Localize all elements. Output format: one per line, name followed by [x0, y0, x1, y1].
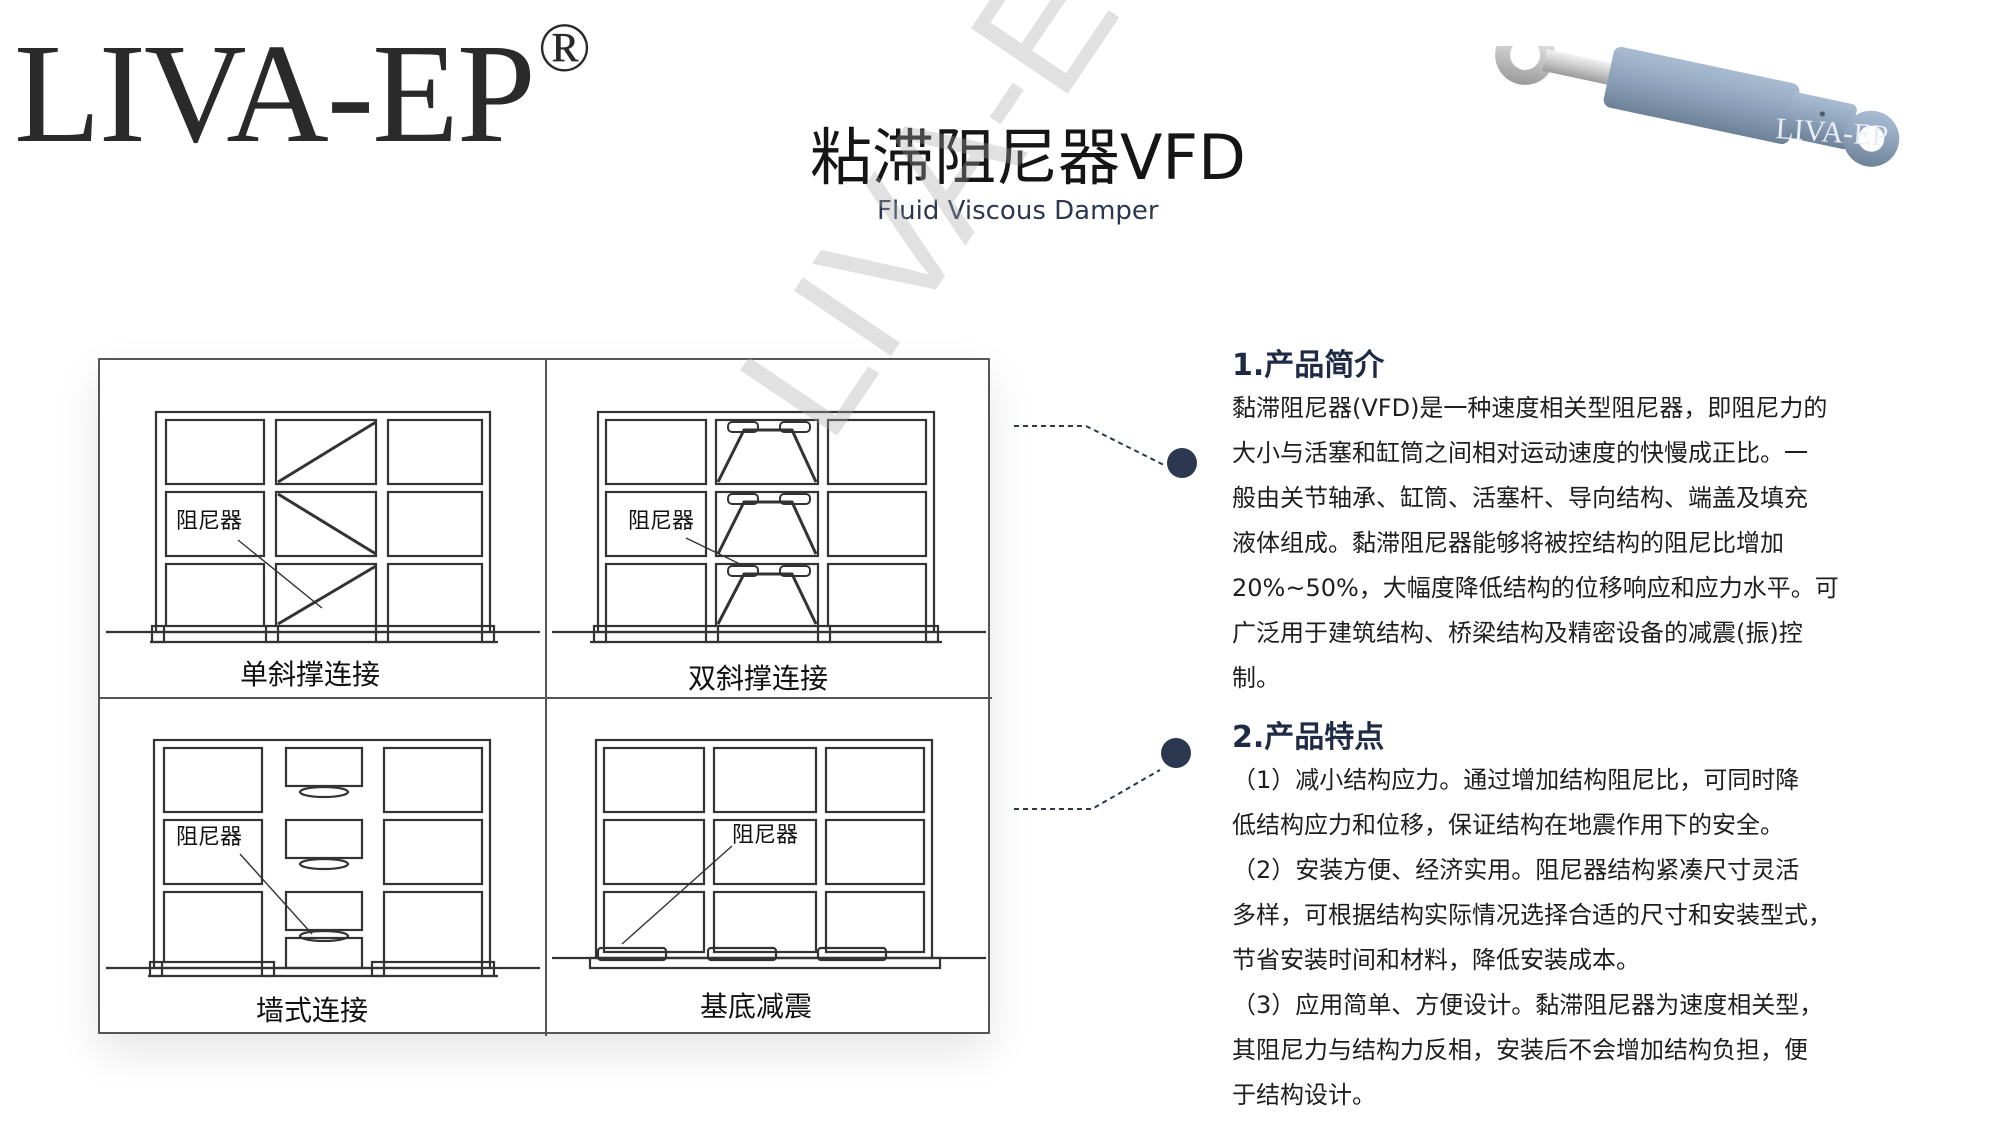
intro-line: 广泛用于建筑结构、桥梁结构及精密设备的减震(振)控	[1232, 619, 1803, 647]
feature-line: （3）应用简单、方便设计。黏滞阻尼器为速度相关型，	[1232, 991, 1824, 1019]
page-title: 粘滞阻尼器VFD	[810, 121, 1246, 194]
damper-label: 阻尼器	[176, 509, 242, 534]
intro-line: 液体组成。黏滞阻尼器能够将被控结构的阻尼比增加	[1232, 529, 1784, 557]
damper-label: 阻尼器	[732, 823, 798, 848]
brand-name: LIVA-EP	[14, 14, 536, 172]
bullet-dot-intro	[1167, 448, 1197, 478]
diagram-drawing: 阻尼器 单斜撑连接	[100, 360, 992, 1036]
registered-mark: ®	[537, 10, 591, 87]
label-single-brace: 单斜撑连接	[240, 658, 380, 691]
features-text: （1）减小结构应力。通过增加结构阻尼比，可同时降 低结构应力和位移，保证结构在地…	[1232, 758, 1872, 1118]
installation-diagrams: 阻尼器 单斜撑连接	[98, 358, 992, 1036]
intro-line: 20%~50%，大幅度降低结构的位移响应和应力水平。可	[1232, 574, 1839, 602]
connector-line-intro	[1014, 425, 1167, 467]
intro-line: 制。	[1232, 664, 1280, 692]
panel-wall	[106, 738, 540, 978]
intro-text: 黏滞阻尼器(VFD)是一种速度相关型阻尼器，即阻尼力的 大小与活塞和缸筒之间相对…	[1232, 386, 1872, 701]
panel-single-brace	[106, 410, 540, 644]
feature-line: 低结构应力和位移，保证结构在地震作用下的安全。	[1232, 811, 1784, 839]
damper-photo-label: LIVA-EP	[1775, 112, 1890, 153]
intro-line: 黏滞阻尼器(VFD)是一种速度相关型阻尼器，即阻尼力的	[1232, 394, 1828, 422]
intro-heading: 1.产品简介	[1232, 348, 1385, 383]
intro-line: 大小与活塞和缸筒之间相对运动速度的快慢成正比。一	[1232, 439, 1808, 467]
connector-line-features	[1014, 769, 1161, 810]
feature-line: 其阻尼力与结构力反相，安装后不会增加结构负担，便	[1232, 1036, 1808, 1064]
feature-line: （1）减小结构应力。通过增加结构阻尼比，可同时降	[1232, 766, 1800, 794]
panel-base	[552, 738, 986, 970]
page-subtitle: Fluid Viscous Damper	[877, 196, 1159, 226]
feature-line: （2）安装方便、经济实用。阻尼器结构紧凑尺寸灵活	[1232, 856, 1800, 884]
label-wall: 墙式连接	[256, 994, 368, 1027]
brand-logo: LIVA-EP®	[14, 14, 591, 165]
features-heading: 2.产品特点	[1232, 720, 1385, 755]
intro-line: 般由关节轴承、缸筒、活塞杆、导向结构、端盖及填充	[1232, 484, 1808, 512]
damper-label: 阻尼器	[628, 509, 694, 534]
damper-product-image: LIVA-EP	[1495, 46, 1900, 167]
label-base: 基底减震	[700, 990, 812, 1023]
feature-line: 于结构设计。	[1232, 1081, 1376, 1109]
feature-line: 节省安装时间和材料，降低安装成本。	[1232, 946, 1640, 974]
feature-line: 多样，可根据结构实际情况选择合适的尺寸和安装型式，	[1232, 901, 1832, 929]
damper-label: 阻尼器	[176, 825, 242, 850]
panel-double-brace	[552, 410, 986, 644]
bullet-dot-features	[1161, 738, 1191, 768]
label-double-brace: 双斜撑连接	[688, 662, 828, 695]
